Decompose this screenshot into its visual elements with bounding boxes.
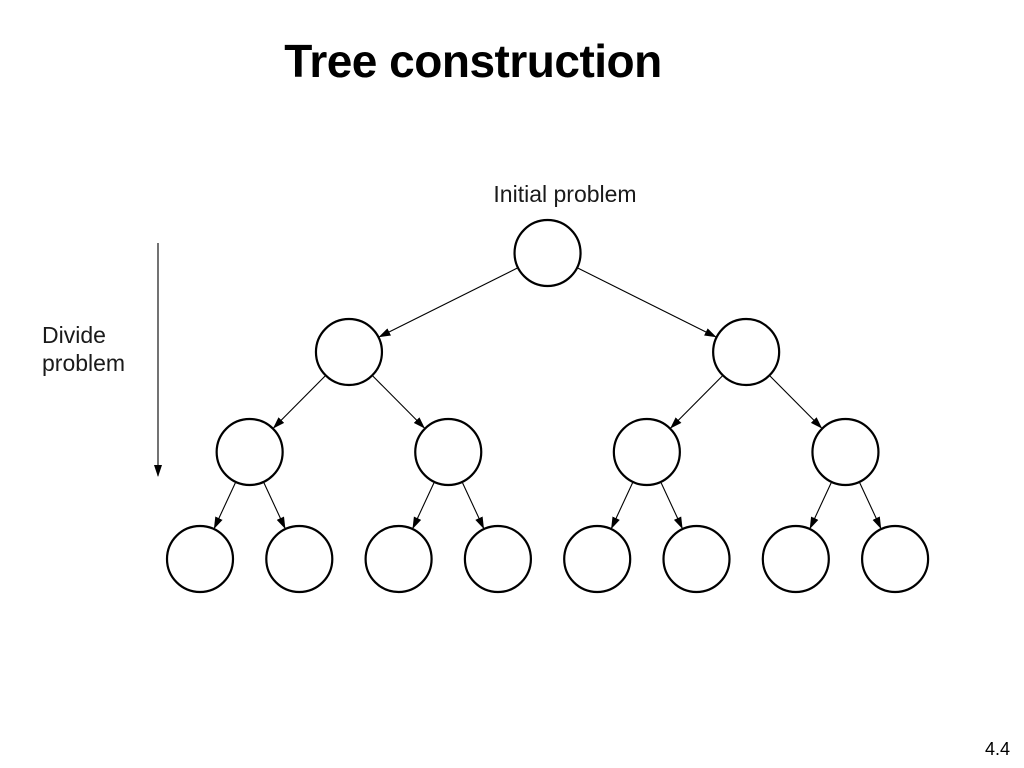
tree-node-level2-4 (811, 417, 880, 487)
tree-edges (213, 267, 882, 530)
tree-node-level3-6 (662, 524, 731, 594)
tree-edge-level2-2-left (412, 482, 435, 530)
tree-edge-level1-2-left (670, 375, 723, 429)
tree-node-level2-2 (414, 417, 483, 487)
tree-edge-level2-1-left (213, 482, 236, 530)
tree-node-level3-3 (364, 524, 433, 594)
tree-node-level1-1 (314, 317, 384, 387)
tree-edge-level1-1-right (372, 375, 425, 429)
tree-node-level3-8 (860, 524, 930, 594)
tree-node-level3-4 (463, 524, 532, 594)
tree-edge-level2-3-left (611, 482, 634, 530)
tree-edge-level1-2-right (769, 375, 823, 429)
root-node (513, 218, 582, 288)
tree-edge-level2-4-left (809, 482, 832, 530)
tree-edge-level2-2-right (462, 482, 485, 530)
slide-title: Tree construction (284, 35, 662, 87)
tree-node-level1-2 (712, 317, 781, 387)
divide-label-line2: problem (42, 350, 125, 376)
tree-node-level2-1 (215, 417, 284, 487)
tree-node-level2-3 (612, 417, 681, 487)
tree-edge-level2-1-right (263, 482, 286, 530)
tree-edge-level0-1-right (577, 267, 717, 338)
tree-edge-level1-1-left (272, 375, 326, 429)
page-number: 4.4 (984, 739, 1010, 759)
tree-node-level3-2 (265, 524, 334, 594)
divide-problem-annotation: Divide problem (42, 243, 162, 477)
tree-edge-level2-3-right (660, 482, 683, 530)
divide-label-line1: Divide (42, 322, 106, 348)
tree-nodes (165, 218, 930, 594)
tree-edge-level2-4-right (859, 482, 882, 530)
tree-edge-level0-1-left (378, 267, 518, 338)
tree-node-level3-5 (563, 524, 632, 594)
tree-node-level3-1 (165, 524, 235, 594)
tree-node-level3-7 (761, 524, 830, 594)
root-label: Initial problem (493, 181, 636, 207)
